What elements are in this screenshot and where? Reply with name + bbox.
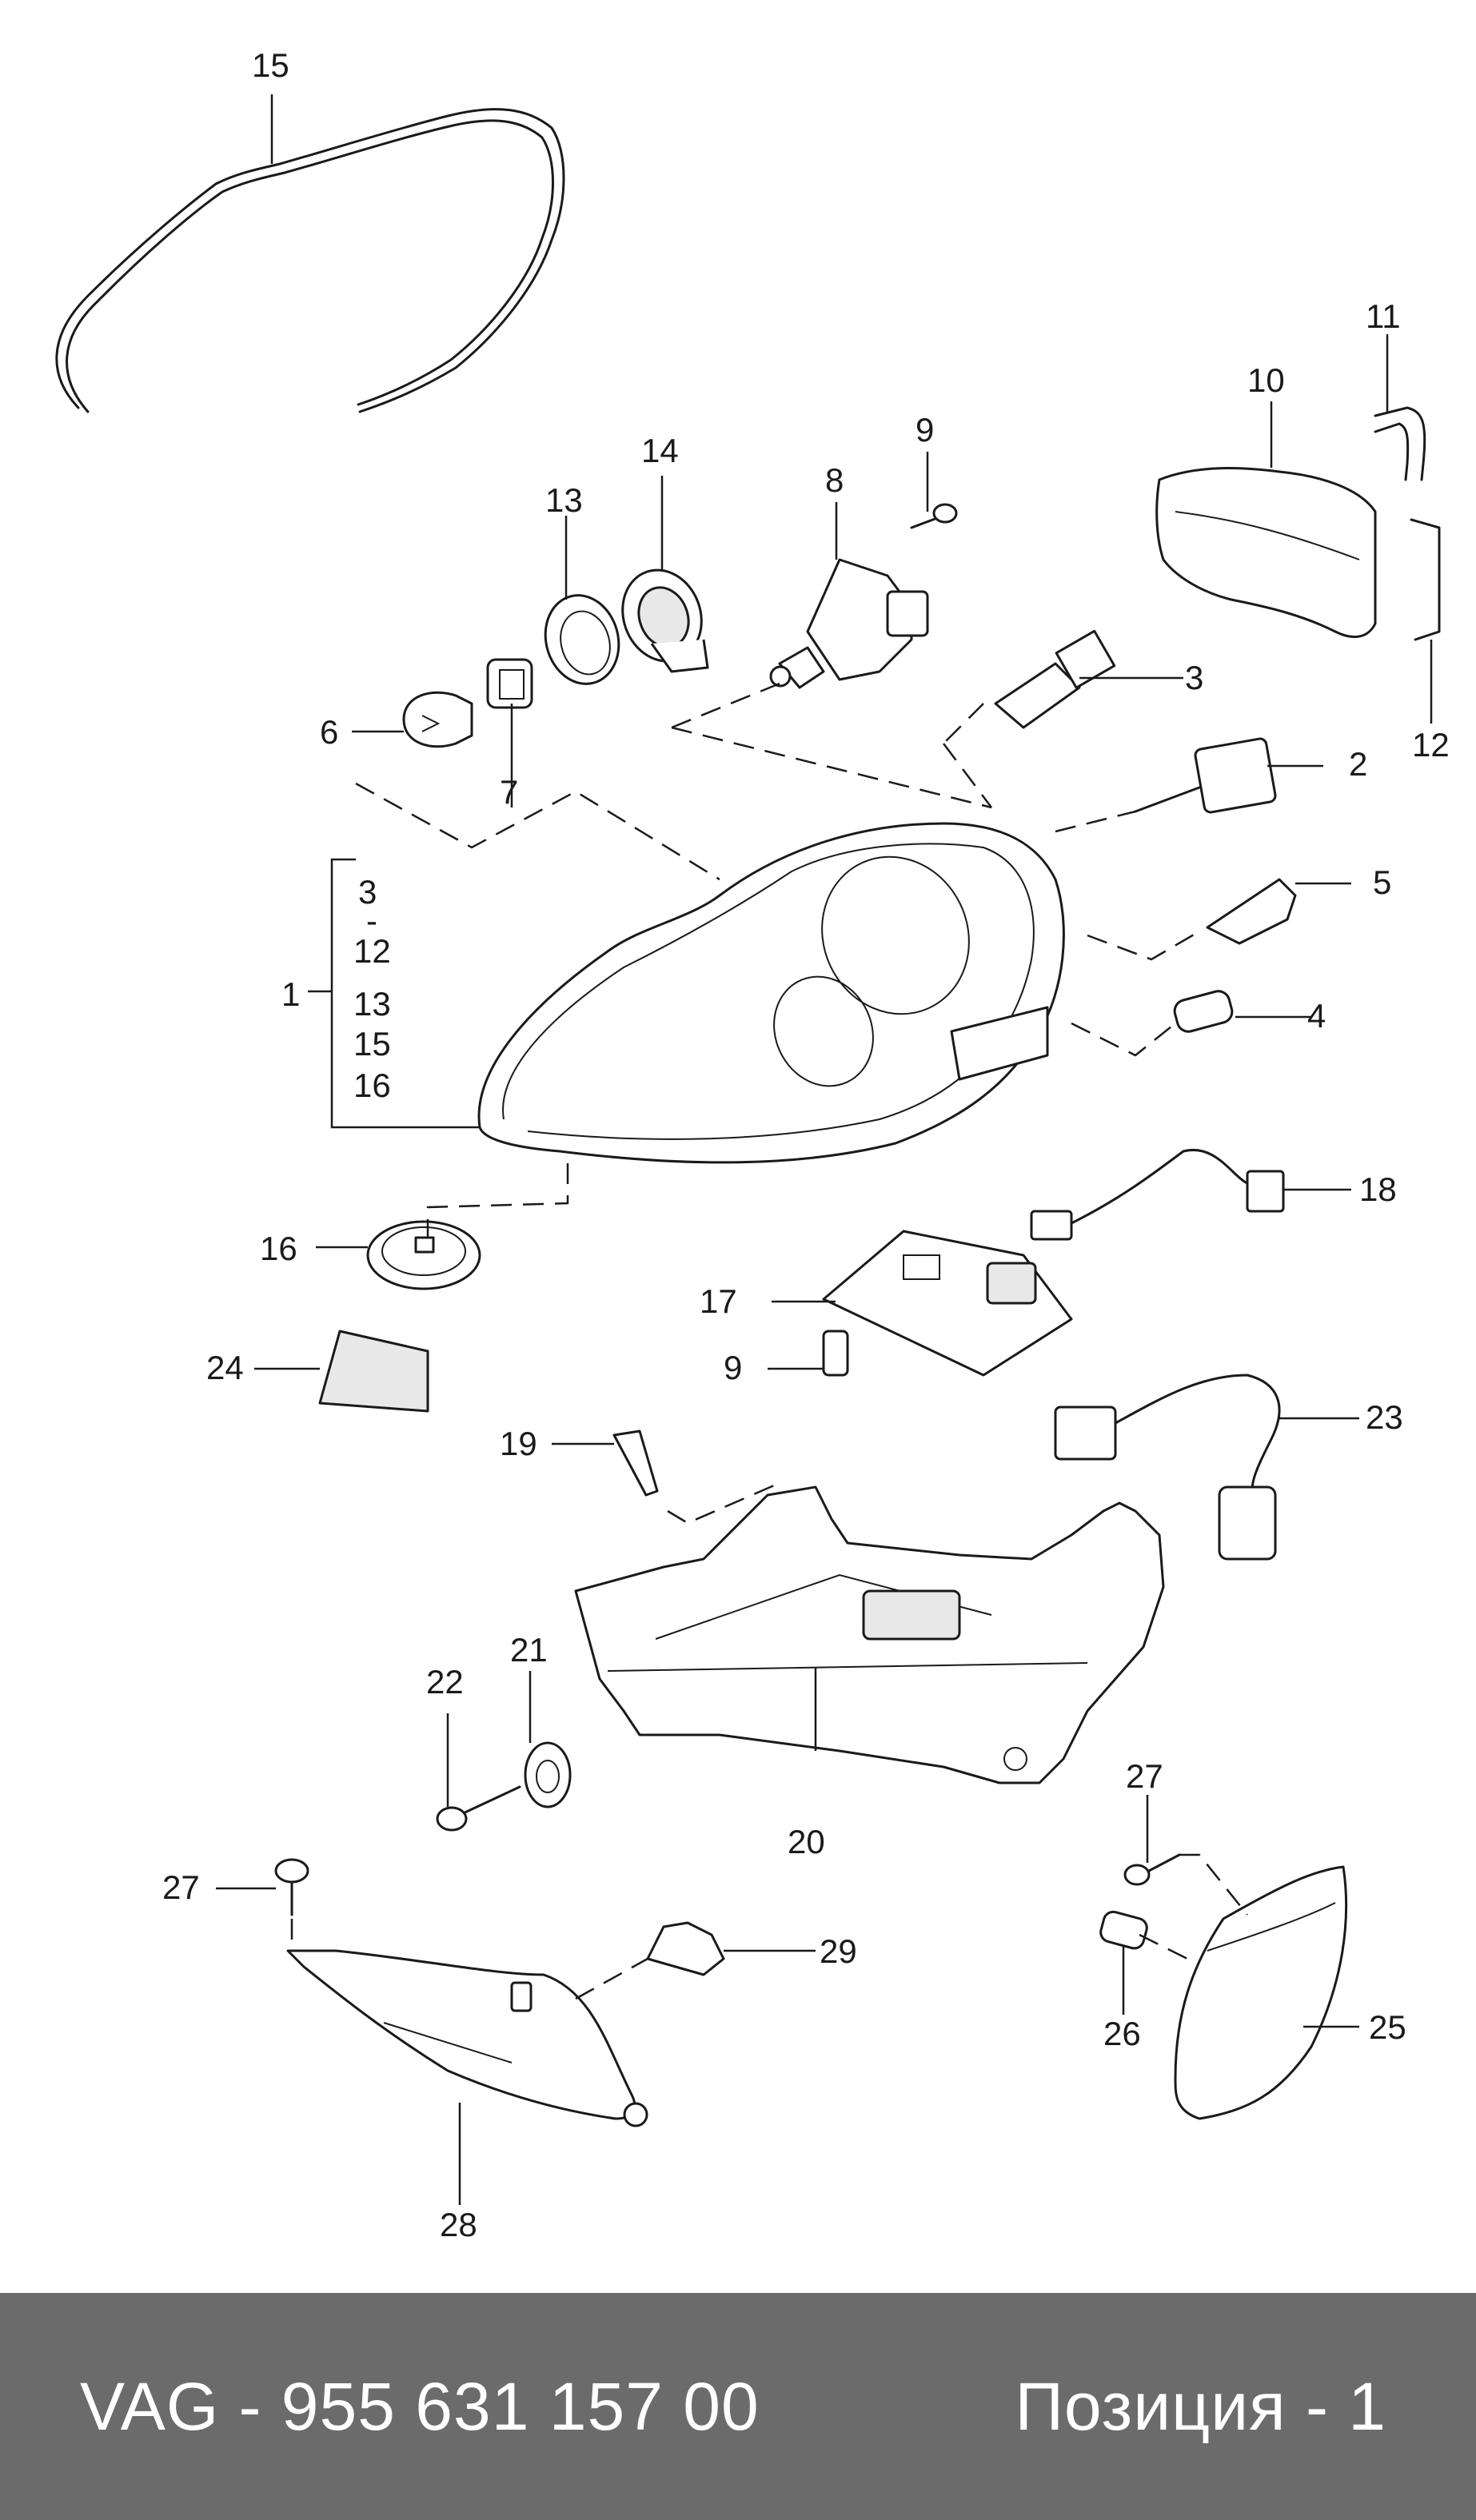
group-list-item: 13 — [353, 985, 391, 1023]
callout-17: 17 — [700, 1282, 737, 1320]
callout-2: 2 — [1349, 745, 1367, 783]
group-list-item: - — [366, 902, 377, 939]
leader-lines — [216, 94, 1433, 2205]
callout-24: 24 — [206, 1349, 244, 1386]
part-number-text: VAG - 955 631 157 00 — [80, 2368, 760, 2444]
callout-22: 22 — [426, 1663, 464, 1701]
callout-labels: 15 14 13 9 8 10 11 12 3 2 5 4 6 7 1 3 - … — [162, 46, 1450, 2243]
mounting-bracket — [574, 1485, 1165, 1784]
callout-3: 3 — [1185, 659, 1203, 696]
callout-28: 28 — [440, 2206, 477, 2243]
callout-23: 23 — [1366, 1398, 1403, 1436]
screw-27-left — [274, 1858, 309, 1916]
callout-6: 6 — [320, 713, 338, 751]
retaining-clip — [1410, 518, 1441, 641]
callout-9: 9 — [916, 411, 934, 449]
callout-27: 27 — [162, 1868, 200, 1906]
part-number-banner: VAG - 955 631 157 00 Позиция - 1 — [0, 2293, 1476, 2520]
vent-hose — [1374, 406, 1426, 481]
callout-5: 5 — [1373, 863, 1391, 901]
group-list-item: 16 — [353, 1067, 391, 1104]
lamp-cap — [621, 568, 709, 673]
rubber-grommet — [524, 1741, 572, 1808]
cover-cap — [366, 1220, 481, 1290]
callout-16: 16 — [260, 1230, 297, 1267]
socket-ring — [544, 594, 620, 685]
screw-bottom — [822, 1330, 849, 1377]
wedge-bulb — [1173, 990, 1234, 1033]
callout-10: 10 — [1247, 361, 1285, 399]
callout-15: 15 — [252, 46, 289, 84]
side-bulb — [1206, 878, 1297, 945]
group-list-item: 15 — [353, 1025, 391, 1063]
headlamp-housing — [477, 822, 1065, 1164]
callout-26: 26 — [1103, 2015, 1141, 2052]
position-text: Позиция - 1 — [1015, 2368, 1386, 2444]
side-marker-lamp — [1174, 1865, 1348, 2120]
retaining-pin — [612, 1429, 659, 1497]
seal-strip — [55, 108, 565, 413]
assembly-lines — [290, 682, 1248, 2000]
fog-bulb — [646, 1921, 725, 1976]
h7-bulb — [994, 629, 1116, 729]
adjusting-bolt — [436, 1785, 521, 1832]
wiring-harness-23 — [1054, 1374, 1281, 1561]
rear-cover — [1155, 467, 1377, 639]
callout-21: 21 — [510, 1631, 548, 1669]
callout-9b: 9 — [724, 1349, 742, 1386]
callout-14: 14 — [641, 432, 679, 469]
callout-4: 4 — [1307, 997, 1326, 1035]
callout-29: 29 — [820, 1932, 857, 1970]
screw-top — [910, 503, 958, 529]
callout-7: 7 — [500, 773, 518, 811]
fog-lamp — [286, 1949, 648, 2127]
callout-20: 20 — [788, 1823, 825, 1860]
callout-18: 18 — [1359, 1170, 1397, 1208]
small-bulb — [402, 691, 473, 748]
parts-diagram: 15 14 13 9 8 10 11 12 3 2 5 4 6 7 1 3 - … — [55, 46, 1450, 2243]
xenon-bulb — [1134, 737, 1277, 814]
group-list-item: 3 — [358, 873, 377, 911]
xenon-ballast — [822, 1230, 1073, 1377]
callout-1: 1 — [281, 975, 300, 1013]
foam-pad — [318, 1330, 429, 1413]
callout-11: 11 — [1366, 297, 1401, 335]
callout-8: 8 — [825, 461, 844, 499]
screw-27-right — [1123, 1853, 1181, 1886]
side-marker-bulb — [1099, 1910, 1148, 1950]
callout-13: 13 — [545, 481, 583, 519]
leveling-actuator — [769, 558, 929, 689]
bulb-holder — [486, 658, 533, 709]
callout-19: 19 — [500, 1425, 537, 1462]
callout-25: 25 — [1369, 2008, 1406, 2046]
group-list-item: 12 — [353, 932, 391, 970]
callout-27b: 27 — [1126, 1757, 1163, 1795]
callout-12: 12 — [1412, 726, 1450, 764]
wiring-harness-18 — [1030, 1148, 1285, 1241]
